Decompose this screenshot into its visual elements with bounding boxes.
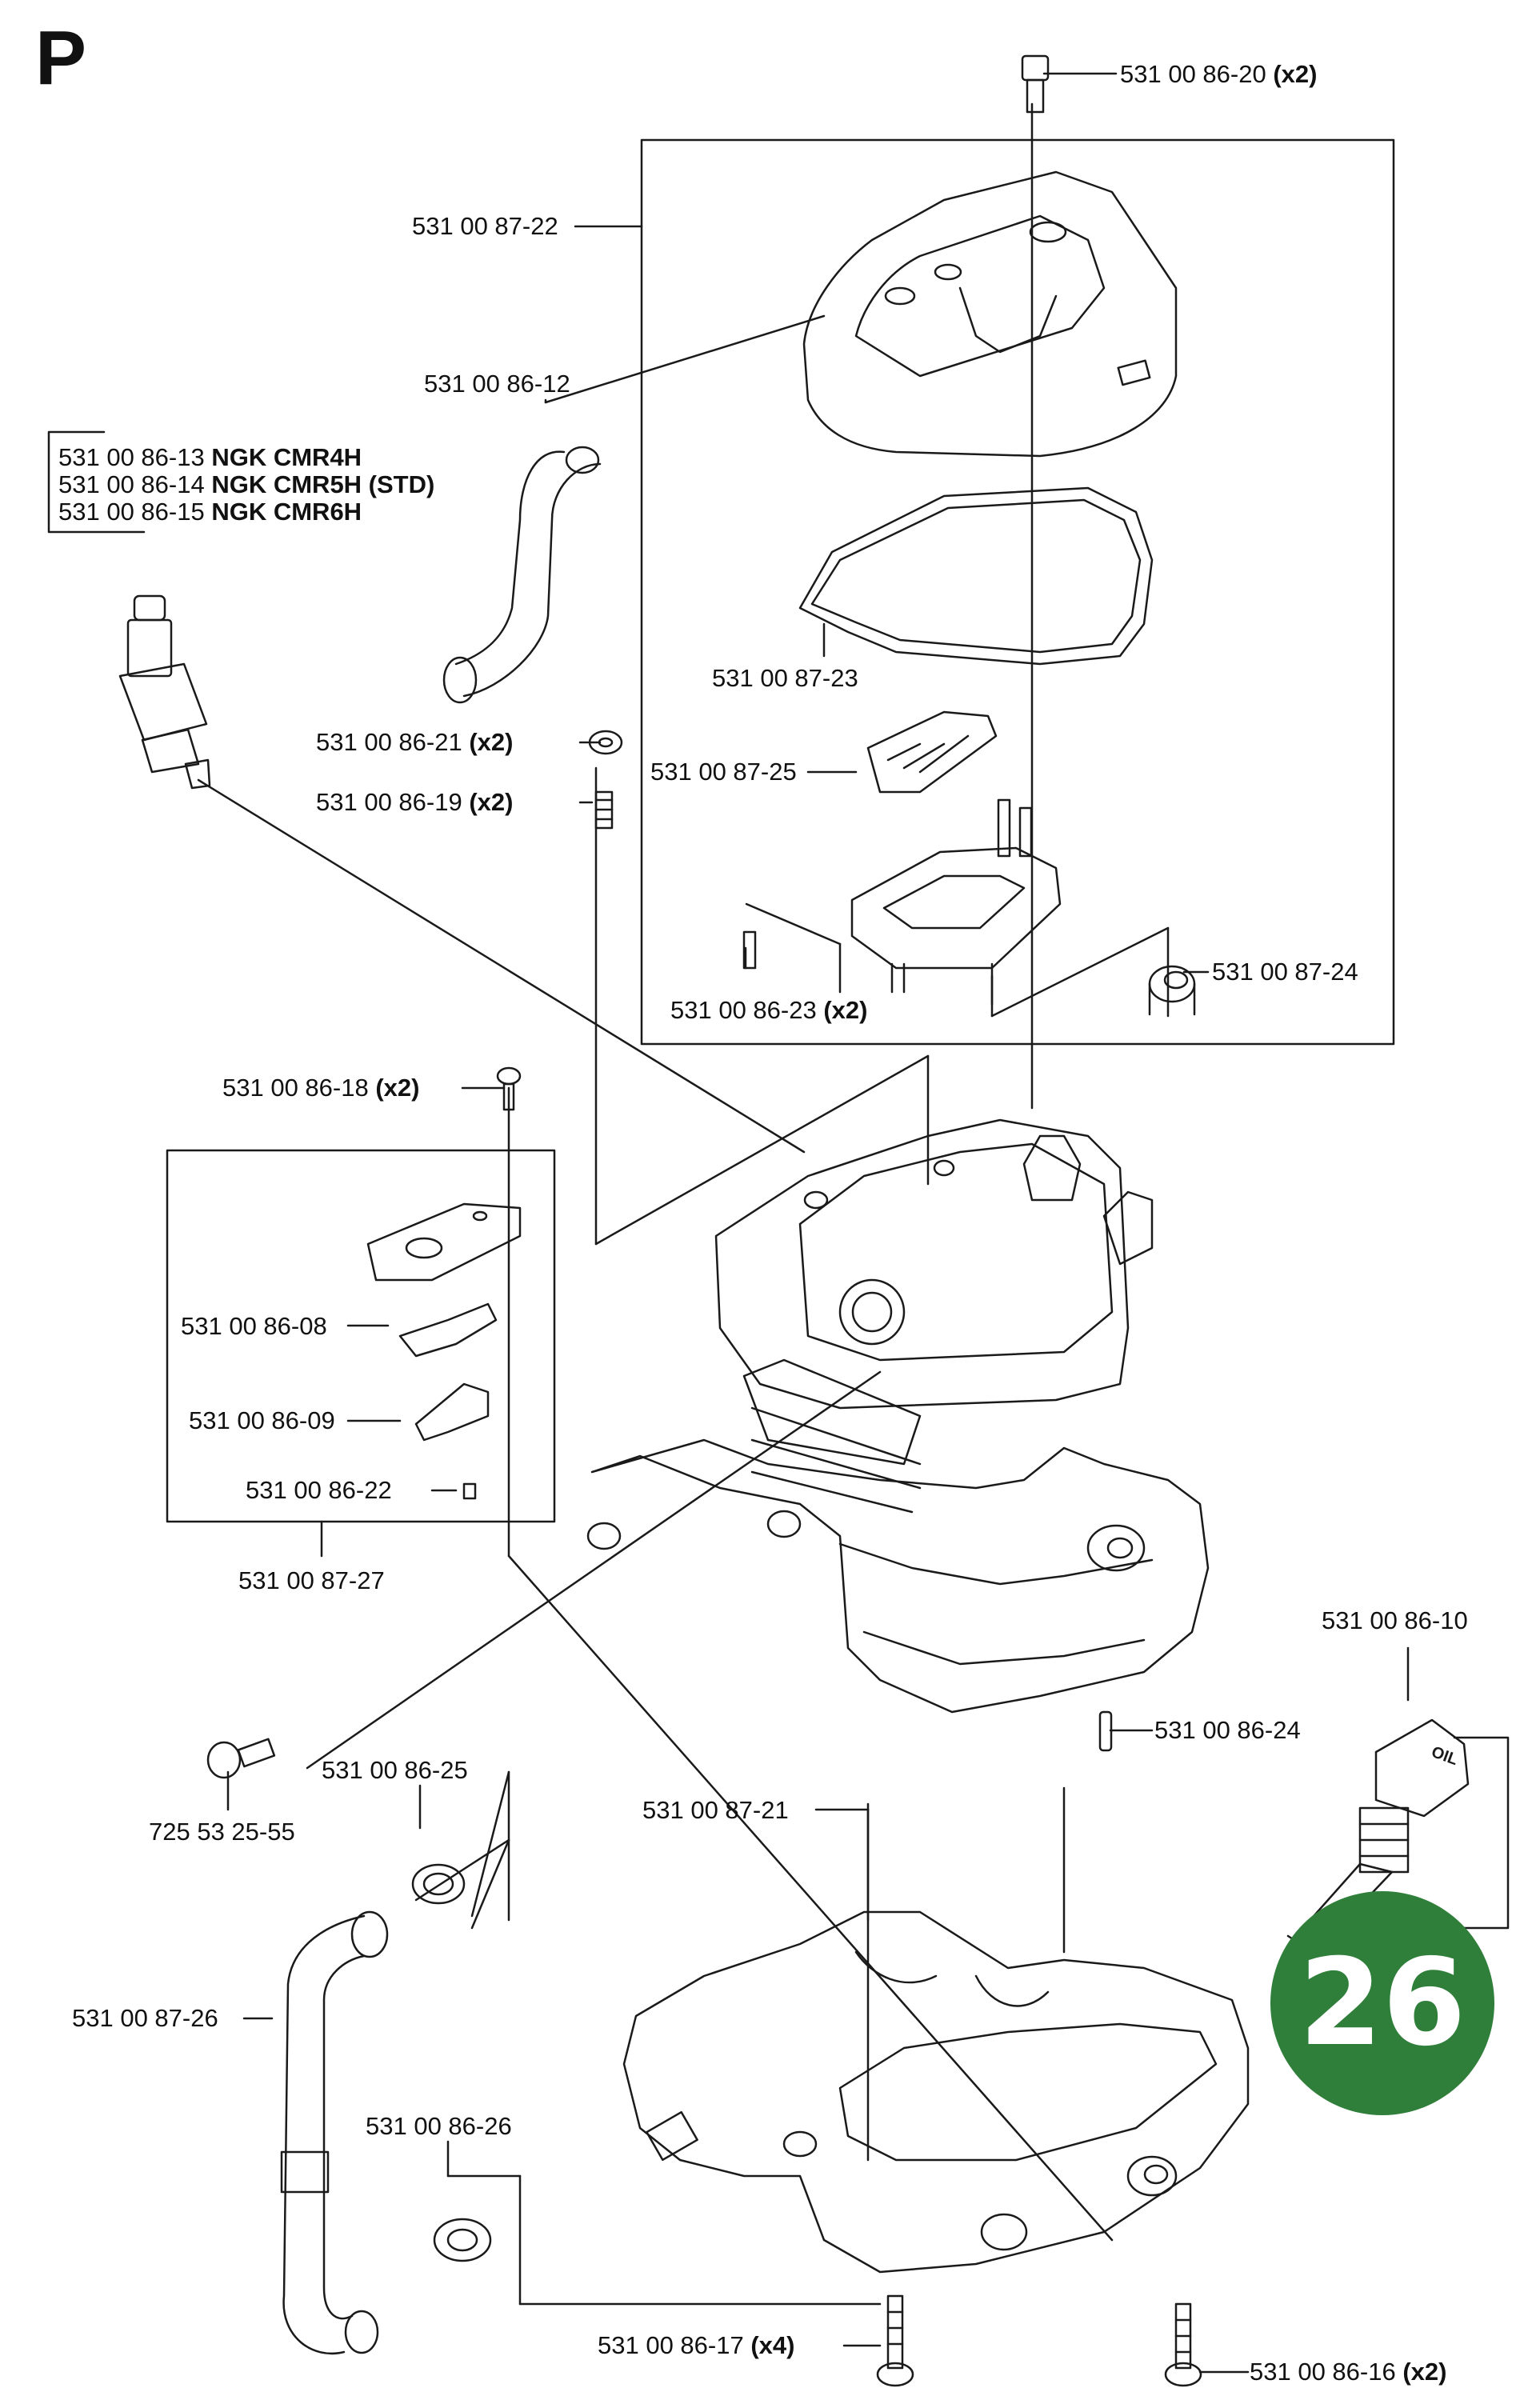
part-label-531008722: 531 00 87-22 — [412, 212, 558, 240]
part-label-spark-plug-a: 531 00 86-13 NGK CMR4H — [58, 443, 362, 471]
part-label-531008725: 531 00 87-25 — [650, 758, 797, 786]
part-label-725532555: 725 53 25-55 — [149, 1818, 295, 1846]
page-number-badge: 26 — [1270, 1891, 1494, 2115]
dowel-pin-drawing — [1098, 1710, 1113, 1752]
part-label-531008610: 531 00 86-10 — [1322, 1606, 1468, 1634]
filter-pad-drawing — [866, 710, 998, 794]
part-label-531008620: 531 00 86-20 (x2) — [1120, 60, 1318, 88]
spark-plug-drawing — [118, 594, 211, 790]
part-label-531008624: 531 00 86-24 — [1154, 1716, 1301, 1744]
part-label-531008608: 531 00 86-08 — [181, 1312, 327, 1340]
breather-plate-drawing — [366, 1202, 522, 1500]
crankcase-upper-drawing — [586, 1438, 1210, 1714]
part-label-531008622: 531 00 86-22 — [246, 1476, 392, 1504]
part-label-531008726: 531 00 87-26 — [72, 2004, 218, 2032]
part-label-531008616: 531 00 86-16 (x2) — [1250, 2358, 1447, 2386]
part-label-531008617: 531 00 86-17 (x4) — [598, 2331, 795, 2359]
breather-hose-drawing — [442, 446, 602, 704]
breather-group-box — [166, 1149, 556, 1523]
part-label-531008609: 531 00 86-09 — [189, 1406, 335, 1434]
rocker-bracket-drawing — [742, 798, 1196, 1016]
part-label-531008721: 531 00 87-21 — [642, 1796, 789, 1824]
part-label-531008626: 531 00 86-26 — [366, 2112, 512, 2140]
part-label-spark-plug-b: 531 00 86-14 NGK CMR5H (STD) — [58, 470, 435, 498]
cover-bolt-drawing — [1021, 54, 1050, 114]
part-label-531008618: 531 00 86-18 (x2) — [222, 1074, 420, 1102]
breather-tube-drawing — [280, 1910, 389, 2355]
nut-and-stud-drawing — [588, 730, 623, 830]
lower-bolts-drawing — [876, 2294, 1202, 2387]
oil-cap-text: OIL — [1429, 1743, 1460, 1769]
screw-drawing — [206, 1738, 276, 1779]
part-label-spark-plug-c: 531 00 86-15 NGK CMR6H — [58, 498, 362, 526]
part-label-531008727: 531 00 87-27 — [238, 1566, 385, 1594]
cylinder-drawing — [714, 1118, 1154, 1514]
hose-clamps-drawing — [411, 1863, 492, 2262]
part-label-531008625: 531 00 86-25 — [322, 1756, 468, 1784]
valve-cover-drawing — [802, 170, 1178, 458]
part-label-531008621: 531 00 86-21 (x2) — [316, 728, 514, 756]
spark-plug-bracket — [47, 430, 146, 534]
cover-gasket-drawing — [798, 486, 1154, 666]
valve-cover-group-box — [640, 138, 1395, 1046]
section-letter: P — [35, 15, 87, 101]
part-label-531008724: 531 00 87-24 — [1212, 958, 1358, 986]
part-label-531008723: 531 00 87-23 — [712, 664, 858, 692]
part-label-531008612: 531 00 86-12 — [424, 370, 570, 398]
part-label-531008619: 531 00 86-19 (x2) — [316, 788, 514, 816]
part-label-531008623: 531 00 86-23 (x2) — [670, 996, 868, 1024]
plate-screw-drawing — [496, 1066, 522, 1111]
crankcase-lower-drawing — [622, 1910, 1250, 2274]
